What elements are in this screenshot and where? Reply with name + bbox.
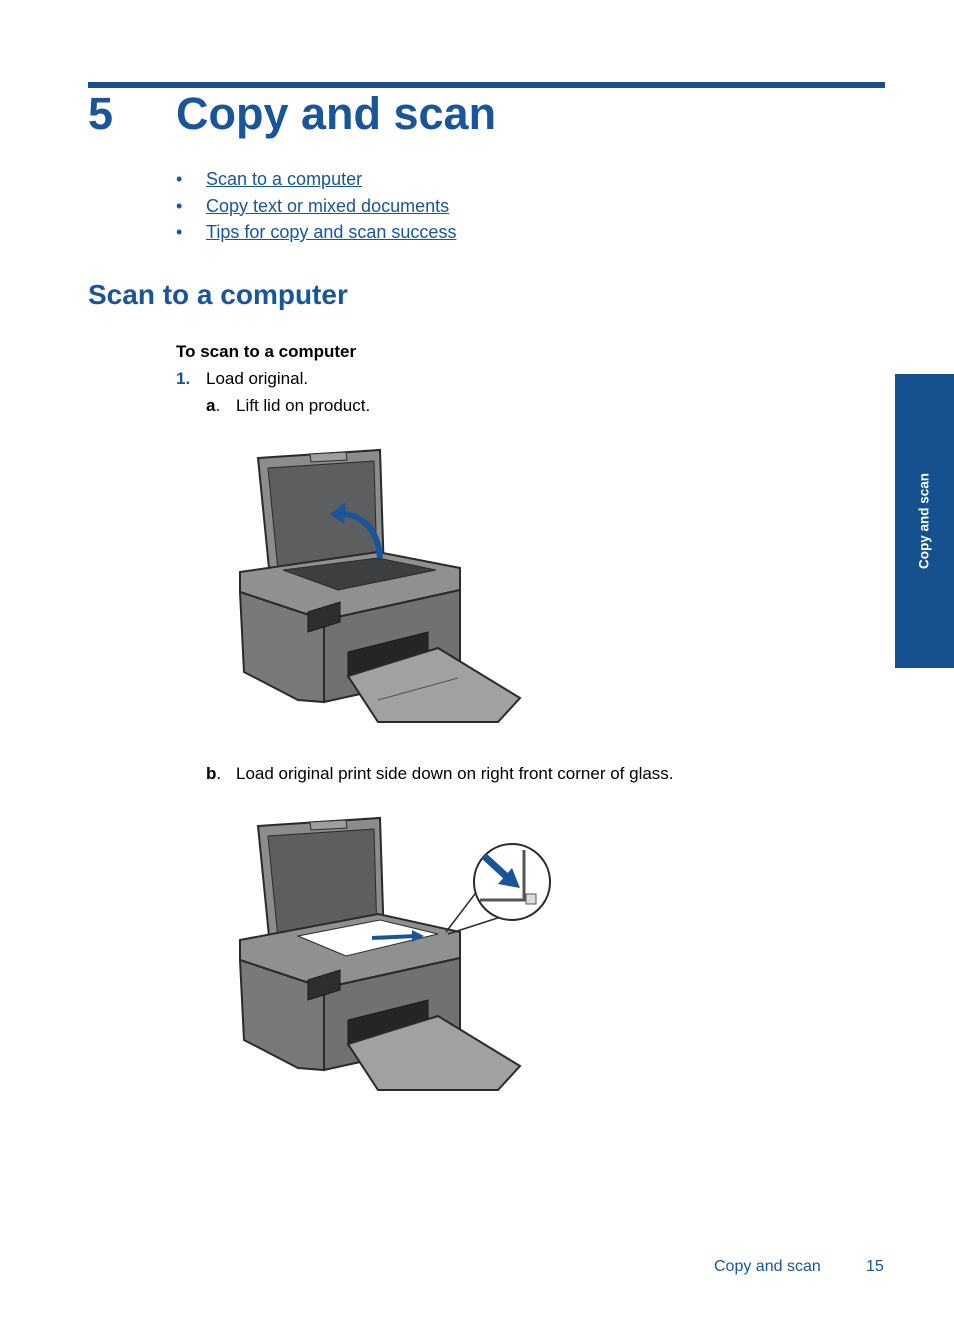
chapter-rule (88, 82, 885, 88)
figure-load-original (238, 816, 551, 1091)
toc-link-scan-to-computer[interactable]: Scan to a computer (206, 169, 363, 189)
chapter-number: 5 (88, 88, 114, 139)
toc-item: • Scan to a computer (176, 167, 456, 194)
toc-item: • Tips for copy and scan success (176, 220, 456, 247)
footer-chapter-label: Copy and scan (714, 1258, 821, 1275)
step-text: Load original. (206, 369, 309, 388)
substep-letter: a. (206, 396, 221, 415)
substep-letter: b. (206, 764, 222, 783)
bullet-icon: • (176, 169, 183, 189)
chapter-title: Copy and scan (176, 88, 497, 139)
toc-link-tips[interactable]: Tips for copy and scan success (206, 222, 457, 242)
toc-link-copy-text[interactable]: Copy text or mixed documents (206, 195, 450, 216)
procedure-title: To scan to a computer (176, 342, 357, 361)
step-1: 1. Load original. (176, 369, 308, 389)
substep-a: a. Lift lid on product. (206, 396, 370, 416)
chapter-side-tab: Copy and scan (895, 374, 954, 668)
substep-b: b. Load original print side down on right… (206, 764, 674, 784)
footer-page-number: 15 (866, 1258, 884, 1275)
side-tab-label: Copy and scan (916, 472, 932, 570)
bullet-icon: • (176, 222, 183, 242)
bullet-icon: • (176, 195, 183, 216)
chapter-heading: 5 Copy and scan (88, 88, 496, 140)
section-title: Scan to a computer (88, 279, 348, 310)
step-number: 1. (176, 369, 191, 388)
chapter-toc: • Scan to a computer • Copy text or mixed … (176, 167, 456, 247)
figure-lift-lid (238, 448, 522, 723)
substep-text: Load original print side down on right f… (236, 764, 674, 783)
substep-text: Lift lid on product. (236, 396, 371, 415)
toc-item: • Copy text or mixed documents (176, 194, 456, 221)
